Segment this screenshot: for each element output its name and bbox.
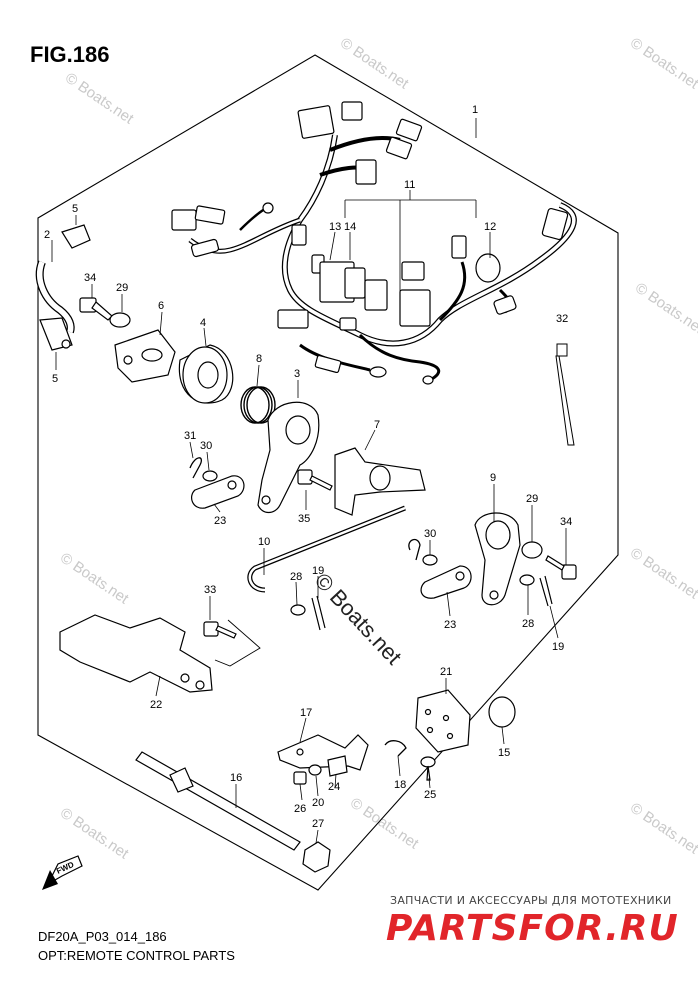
callout-17: 17: [300, 707, 312, 719]
callout-27: 27: [312, 818, 324, 830]
part-35-bolt: [297, 469, 333, 491]
callout-18: 18: [394, 779, 406, 791]
callout-7: 7: [374, 419, 380, 431]
part-28-washer: [519, 574, 535, 586]
callout-3: 3: [294, 368, 300, 380]
callout-6: 6: [158, 300, 164, 312]
leader-lines: [51, 118, 567, 844]
callout-21: 21: [440, 666, 452, 678]
callout-35: 35: [298, 513, 310, 525]
callout-13: 13: [329, 221, 341, 233]
callout-23b: 23: [444, 619, 456, 631]
figure-code: DF20A_P03_014_186: [38, 929, 167, 944]
callout-19b: 19: [552, 641, 564, 653]
callout-34b: 34: [560, 516, 572, 528]
callout-1: 1: [472, 104, 478, 116]
callout-28b: 28: [522, 618, 534, 630]
part-30-washer-2: [422, 554, 438, 566]
callout-14: 14: [344, 221, 356, 233]
part-3-lever: [257, 401, 320, 514]
callout-4: 4: [200, 317, 206, 329]
callout-2: 2: [44, 229, 50, 241]
harness-connectors: [171, 101, 569, 385]
callout-26: 26: [294, 803, 306, 815]
part-16-long-bolt: [135, 751, 301, 851]
callout-29b: 29: [526, 493, 538, 505]
part-34-bolt-2: [545, 555, 577, 580]
callout-5b: 5: [52, 373, 58, 385]
part-4-gear-disk: [178, 344, 234, 404]
part-31-clip: [189, 457, 202, 479]
part-26-nut: [293, 771, 307, 785]
part-23-link: [191, 475, 245, 509]
part-31-clip-2: [408, 538, 421, 561]
frame-notch: [214, 619, 261, 667]
part-19-pin-2: [311, 595, 326, 631]
figure-caption: OPT:REMOTE CONTROL PARTS: [38, 948, 235, 963]
part-32-cable-tie: [555, 343, 575, 446]
callout-5a: 5: [72, 203, 78, 215]
callout-29a: 29: [116, 282, 128, 294]
part-30-washer: [202, 470, 218, 482]
callout-9: 9: [490, 472, 496, 484]
callout-28a: 28: [290, 571, 302, 583]
part-27-nut: [302, 841, 331, 873]
callout-32: 32: [556, 313, 568, 325]
part-23-link-2: [420, 565, 472, 599]
callout-33: 33: [204, 584, 216, 596]
part-24-stud: [327, 755, 348, 777]
part-6-bracket: [114, 329, 176, 383]
callout-11: 11: [404, 179, 415, 191]
callout-16: 16: [230, 772, 242, 784]
part-22-bracket: [59, 614, 213, 693]
callout-24: 24: [328, 781, 340, 793]
callout-25: 25: [424, 789, 436, 801]
part-25-screw: [420, 756, 436, 781]
callout-34a: 34: [84, 272, 96, 284]
part-20-washer: [308, 764, 322, 776]
callout-30a: 30: [200, 440, 212, 452]
callout-20: 20: [312, 797, 324, 809]
callout-10: 10: [258, 536, 270, 548]
part-21-cover: [415, 689, 471, 753]
callout-19a: 19: [312, 565, 324, 577]
part-34-bolt: [79, 297, 113, 321]
callout-15: 15: [498, 747, 510, 759]
part-7-bracket: [334, 447, 426, 516]
part-5-clamp: [39, 224, 91, 351]
part-9-lever: [474, 512, 521, 606]
callouts: 1 2 3 4 5 5 6 7 8 9 10 11 12 13 14 15 16…: [44, 104, 572, 830]
part-18-clip: [384, 740, 407, 757]
callout-31: 31: [184, 430, 196, 442]
part-15-cap: [488, 696, 516, 728]
part-29-washer: [109, 312, 131, 328]
part-8-spring: [240, 386, 276, 424]
brand-tagline: ЗАПЧАСТИ И АКСЕССУАРЫ ДЛЯ МОТОТЕХНИКИ: [390, 894, 672, 907]
fwd-arrow-icon: FWD: [42, 855, 83, 890]
callout-8: 8: [256, 353, 262, 365]
part-29-washer-2: [521, 541, 543, 559]
part-28-washer-2: [290, 604, 306, 616]
diagram-frame: [37, 54, 619, 891]
part-17-bracket: [277, 734, 369, 771]
brand-logo[interactable]: PARTSFOR.RU: [386, 908, 679, 949]
callout-22: 22: [150, 699, 162, 711]
part-33-bolt: [203, 621, 237, 639]
callout-30b: 30: [424, 528, 436, 540]
figure-title: FIG.186: [30, 42, 110, 67]
callout-12: 12: [484, 221, 496, 233]
wiring-harness: [188, 134, 577, 382]
callout-23a: 23: [214, 515, 226, 527]
part-10-rod: [247, 505, 406, 593]
part-19-pin: [539, 575, 553, 607]
